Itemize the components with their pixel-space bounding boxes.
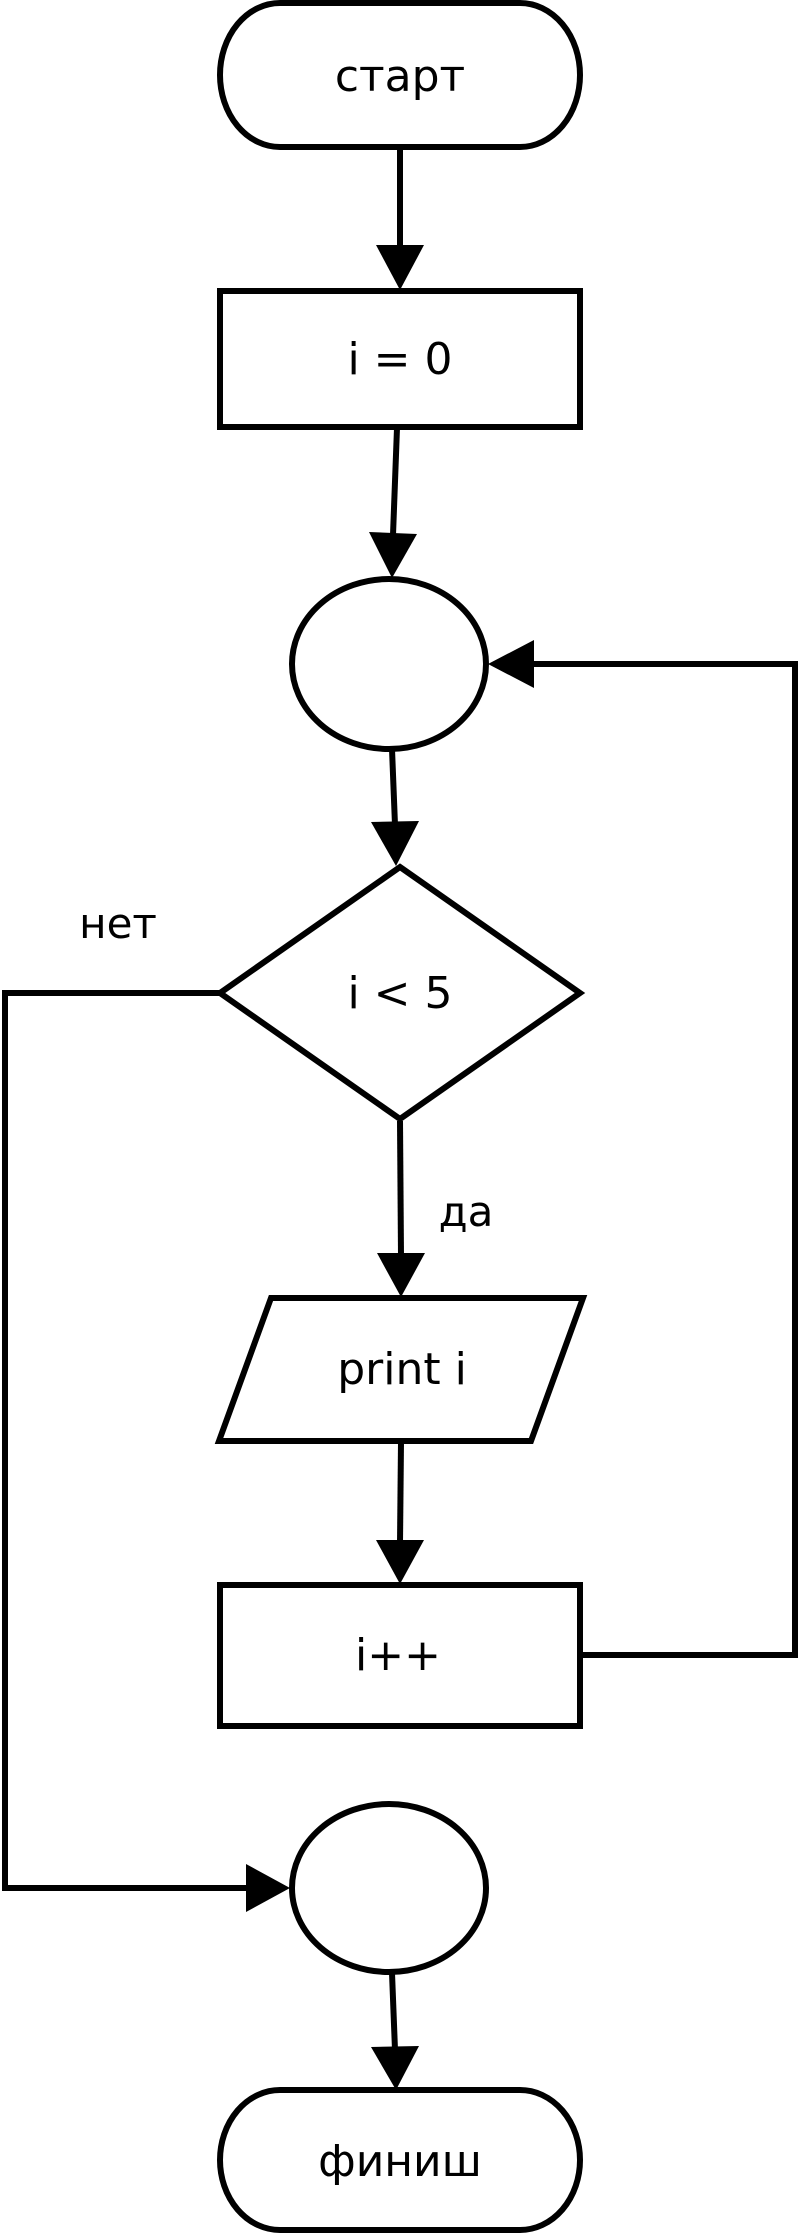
node-finish-label: финиш xyxy=(318,2136,482,2187)
edge-label-no: нет xyxy=(79,899,157,948)
edges xyxy=(2,147,798,2090)
node-finish: финиш xyxy=(217,2087,583,2233)
node-condition: i < 5 xyxy=(214,863,586,1123)
node-start: старт xyxy=(217,0,583,150)
node-output-label: print i xyxy=(337,1344,467,1395)
node-output: print i xyxy=(214,1295,588,1444)
edge-condition-to-exit-connector xyxy=(2,990,290,1912)
node-start-label: старт xyxy=(335,51,465,102)
edge-output-to-increment xyxy=(376,1441,424,1584)
edge-loop-connector-to-condition xyxy=(371,748,419,866)
nodes: старт i = 0 i < 5 print i i++ финиш xyxy=(214,0,588,2233)
node-init: i = 0 xyxy=(217,288,583,430)
node-condition-label: i < 5 xyxy=(347,968,452,1019)
edge-labels: нет да xyxy=(79,899,493,1236)
node-exit-connector xyxy=(289,1801,489,1975)
edge-label-yes: да xyxy=(439,1187,494,1236)
edge-increment-to-loop-connector xyxy=(488,640,798,1658)
edge-start-to-init xyxy=(376,147,424,290)
edge-exit-connector-to-finish xyxy=(371,1972,419,2090)
edge-condition-to-output xyxy=(377,1120,425,1297)
node-init-label: i = 0 xyxy=(347,334,452,385)
node-increment: i++ xyxy=(217,1582,583,1729)
node-increment-label: i++ xyxy=(355,1630,441,1681)
edge-init-to-loop-connector xyxy=(369,427,417,578)
node-loop-connector xyxy=(289,576,489,752)
